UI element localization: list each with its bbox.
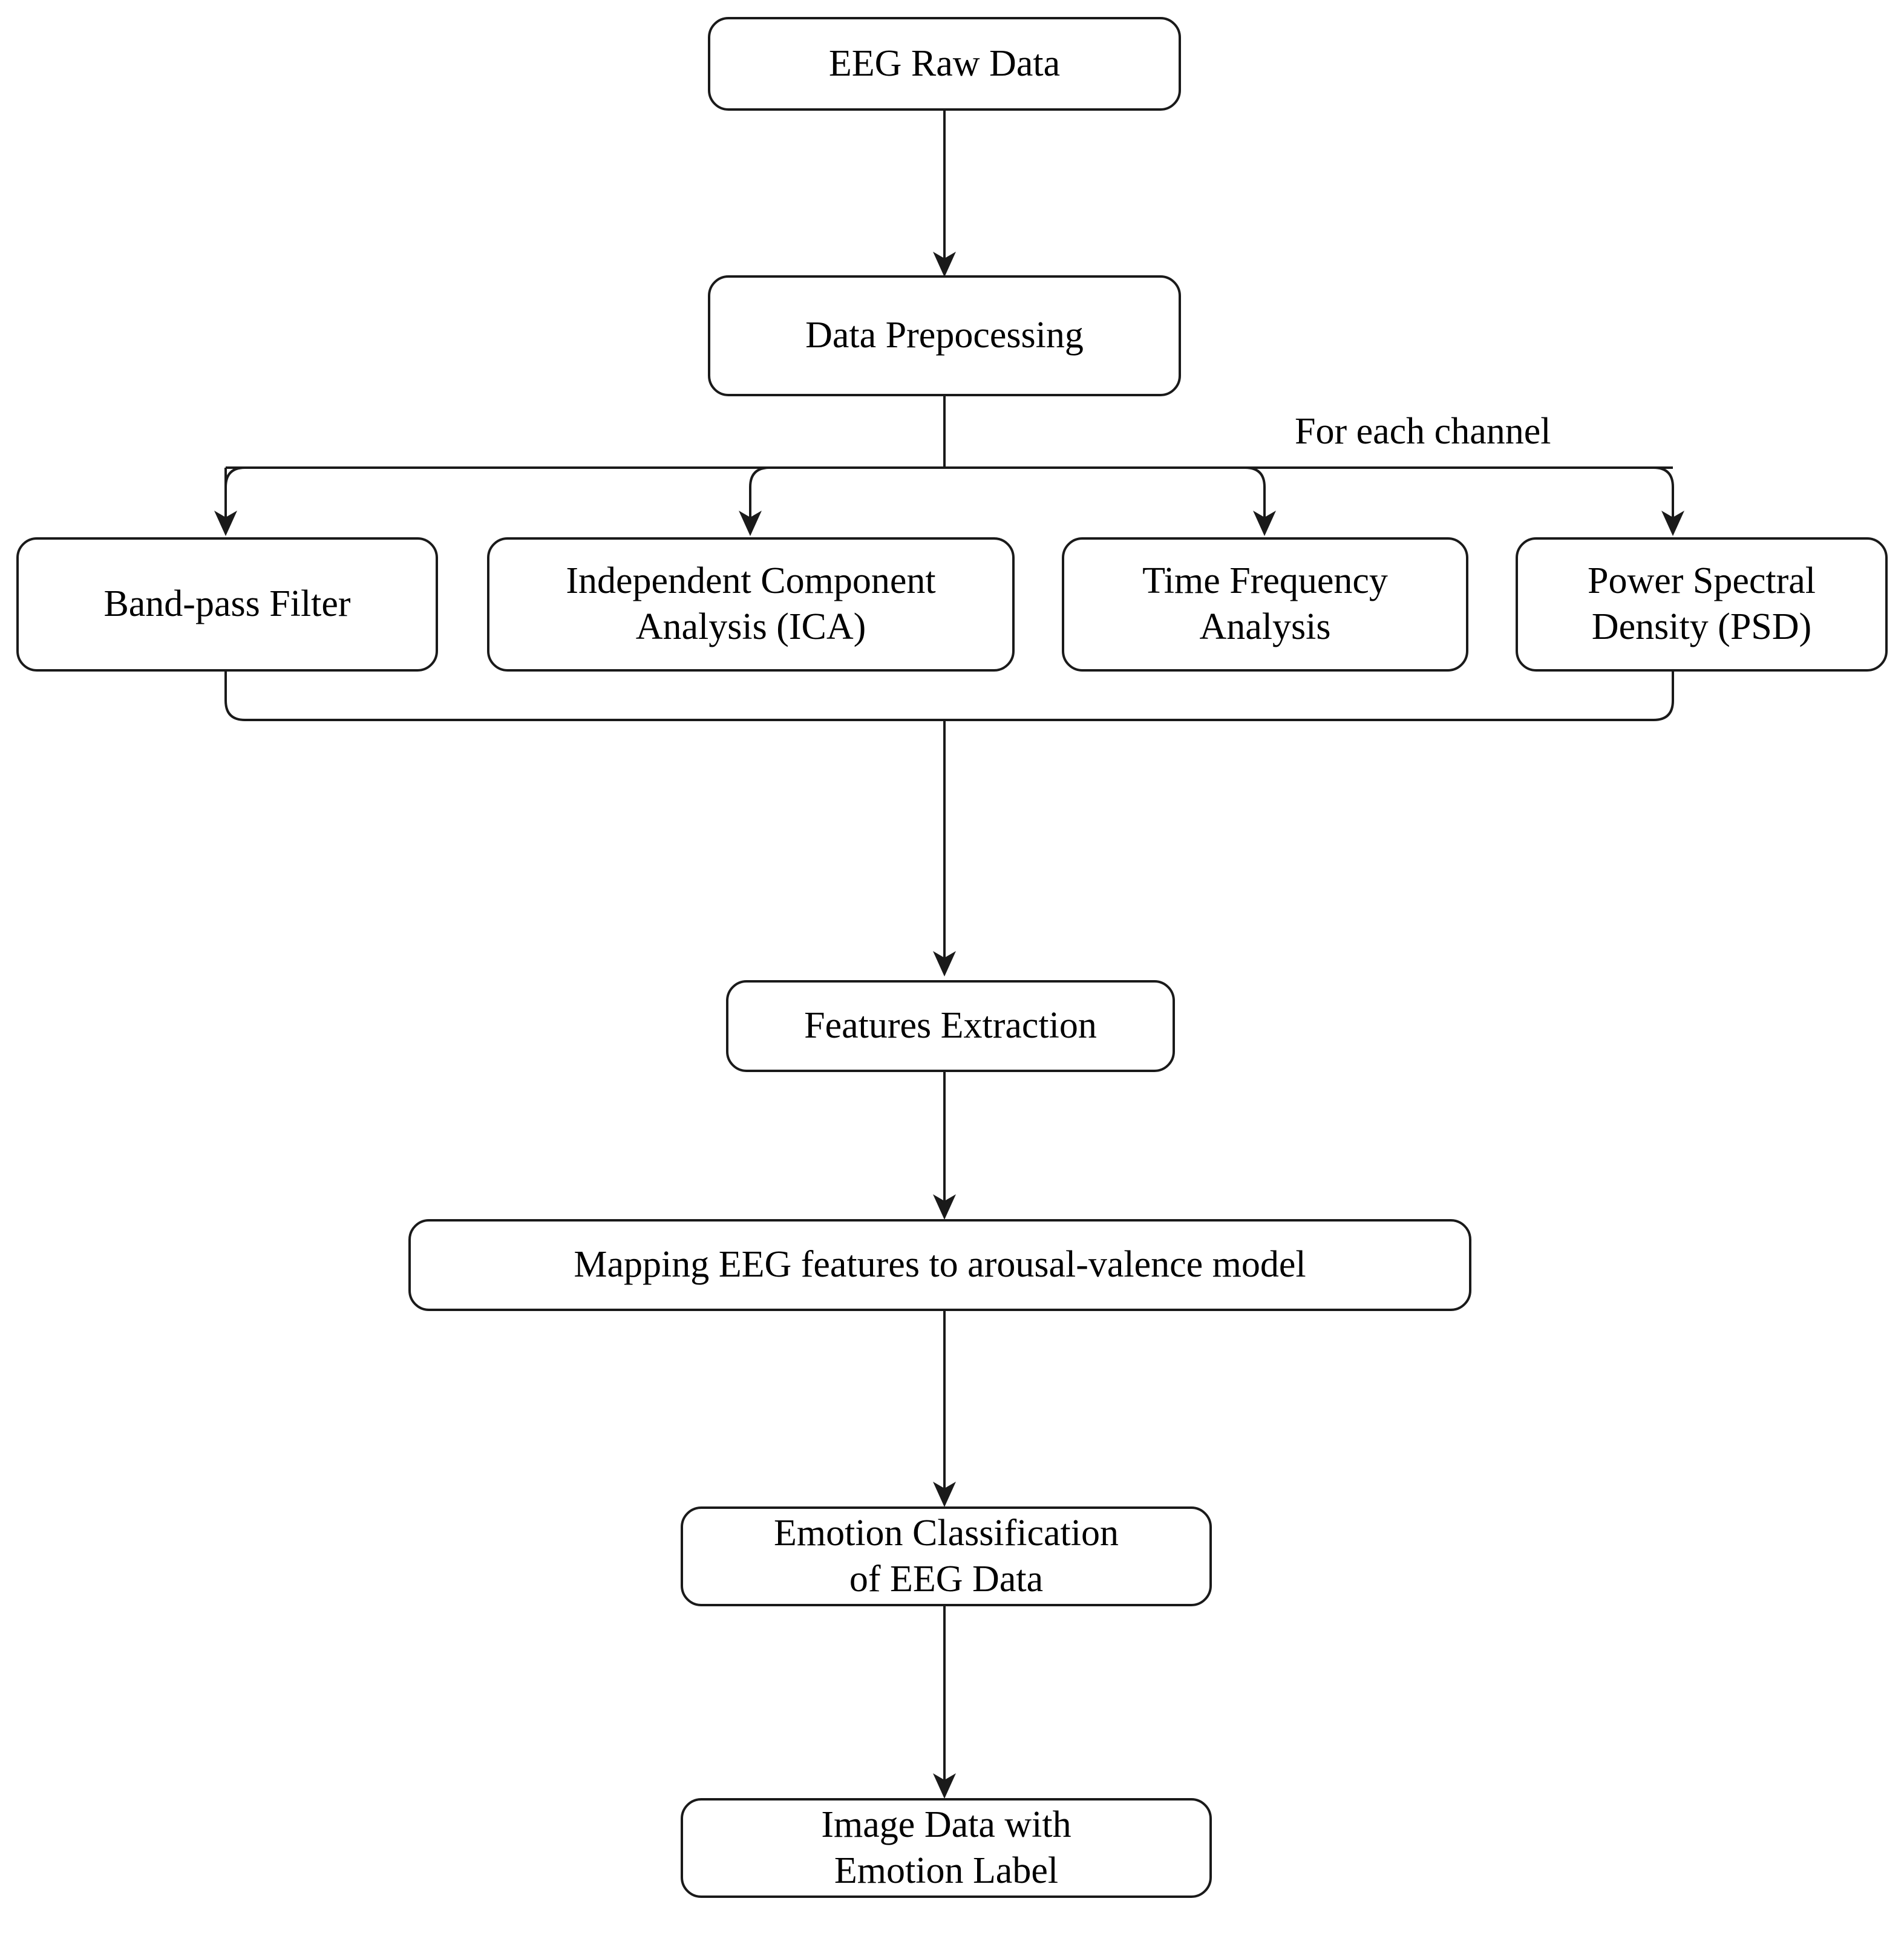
node-features-extraction-label: Features Extraction [804, 1005, 1097, 1047]
node-eeg-raw-data[interactable]: EEG Raw Data [708, 17, 1181, 111]
node-time-frequency-analysis-label: Time Frequency Analysis [1142, 560, 1388, 647]
edge-features-to-mapping [933, 1072, 956, 1220]
caption-for-each-channel: For each channel [1295, 411, 1551, 452]
edge-merge-to-features [224, 672, 1674, 976]
node-emotion-classification[interactable]: Emotion Classification of EEG Data [681, 1506, 1212, 1606]
edge-split-to-tfa [1215, 466, 1276, 536]
node-mapping-eeg-features[interactable]: Mapping EEG features to arousal-valence … [408, 1219, 1471, 1311]
node-image-data-with-emotion-label[interactable]: Image Data with Emotion Label [681, 1798, 1212, 1898]
node-mapping-eeg-features-label: Mapping EEG features to arousal-valence … [574, 1244, 1306, 1286]
node-data-preprocessing[interactable]: Data Prepocessing [708, 275, 1181, 396]
node-independent-component-analysis-label: Independent Component Analysis (ICA) [566, 560, 936, 647]
node-band-pass-filter-label: Band-pass Filter [103, 583, 351, 625]
node-image-data-with-emotion-label-label: Image Data with Emotion Label [821, 1804, 1071, 1891]
node-eeg-raw-data-label: EEG Raw Data [828, 42, 1061, 84]
node-time-frequency-analysis[interactable]: Time Frequency Analysis [1062, 537, 1468, 672]
edge-split-to-psd [1623, 466, 1684, 536]
node-power-spectral-density-label: Power Spectral Density (PSD) [1587, 560, 1816, 647]
edge-emotion-to-image [933, 1606, 956, 1799]
node-data-preprocessing-label: Data Prepocessing [805, 315, 1084, 356]
edge-split-to-ica [739, 466, 800, 536]
edge-raw-to-prep [933, 111, 956, 277]
node-band-pass-filter[interactable]: Band-pass Filter [16, 537, 438, 672]
node-features-extraction[interactable]: Features Extraction [726, 980, 1175, 1072]
node-emotion-classification-label: Emotion Classification of EEG Data [774, 1512, 1119, 1600]
node-independent-component-analysis[interactable]: Independent Component Analysis (ICA) [487, 537, 1015, 672]
node-power-spectral-density[interactable]: Power Spectral Density (PSD) [1516, 537, 1888, 672]
edge-split-to-bandpass [214, 466, 275, 536]
edge-mapping-to-emotion [933, 1311, 956, 1507]
